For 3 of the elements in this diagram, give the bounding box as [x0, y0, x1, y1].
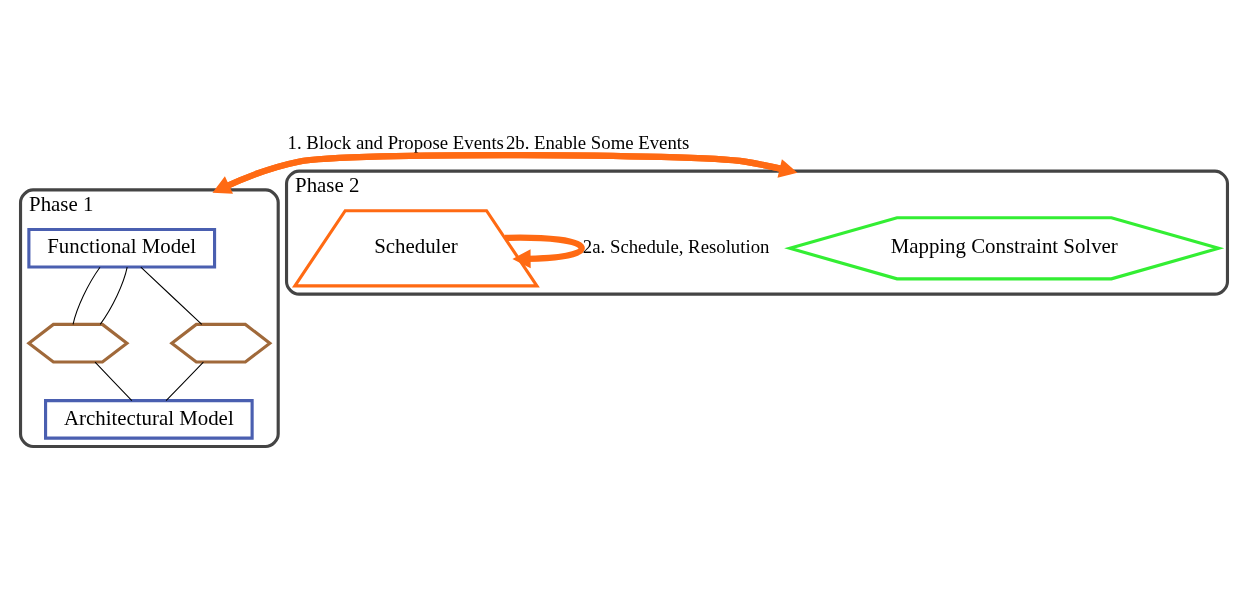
edge-label: 2a. Schedule, Resolution — [582, 235, 770, 257]
edge-label: 1. Block and Propose Events — [287, 132, 504, 154]
edge-label: 2b. Enable Some Events — [505, 132, 690, 154]
